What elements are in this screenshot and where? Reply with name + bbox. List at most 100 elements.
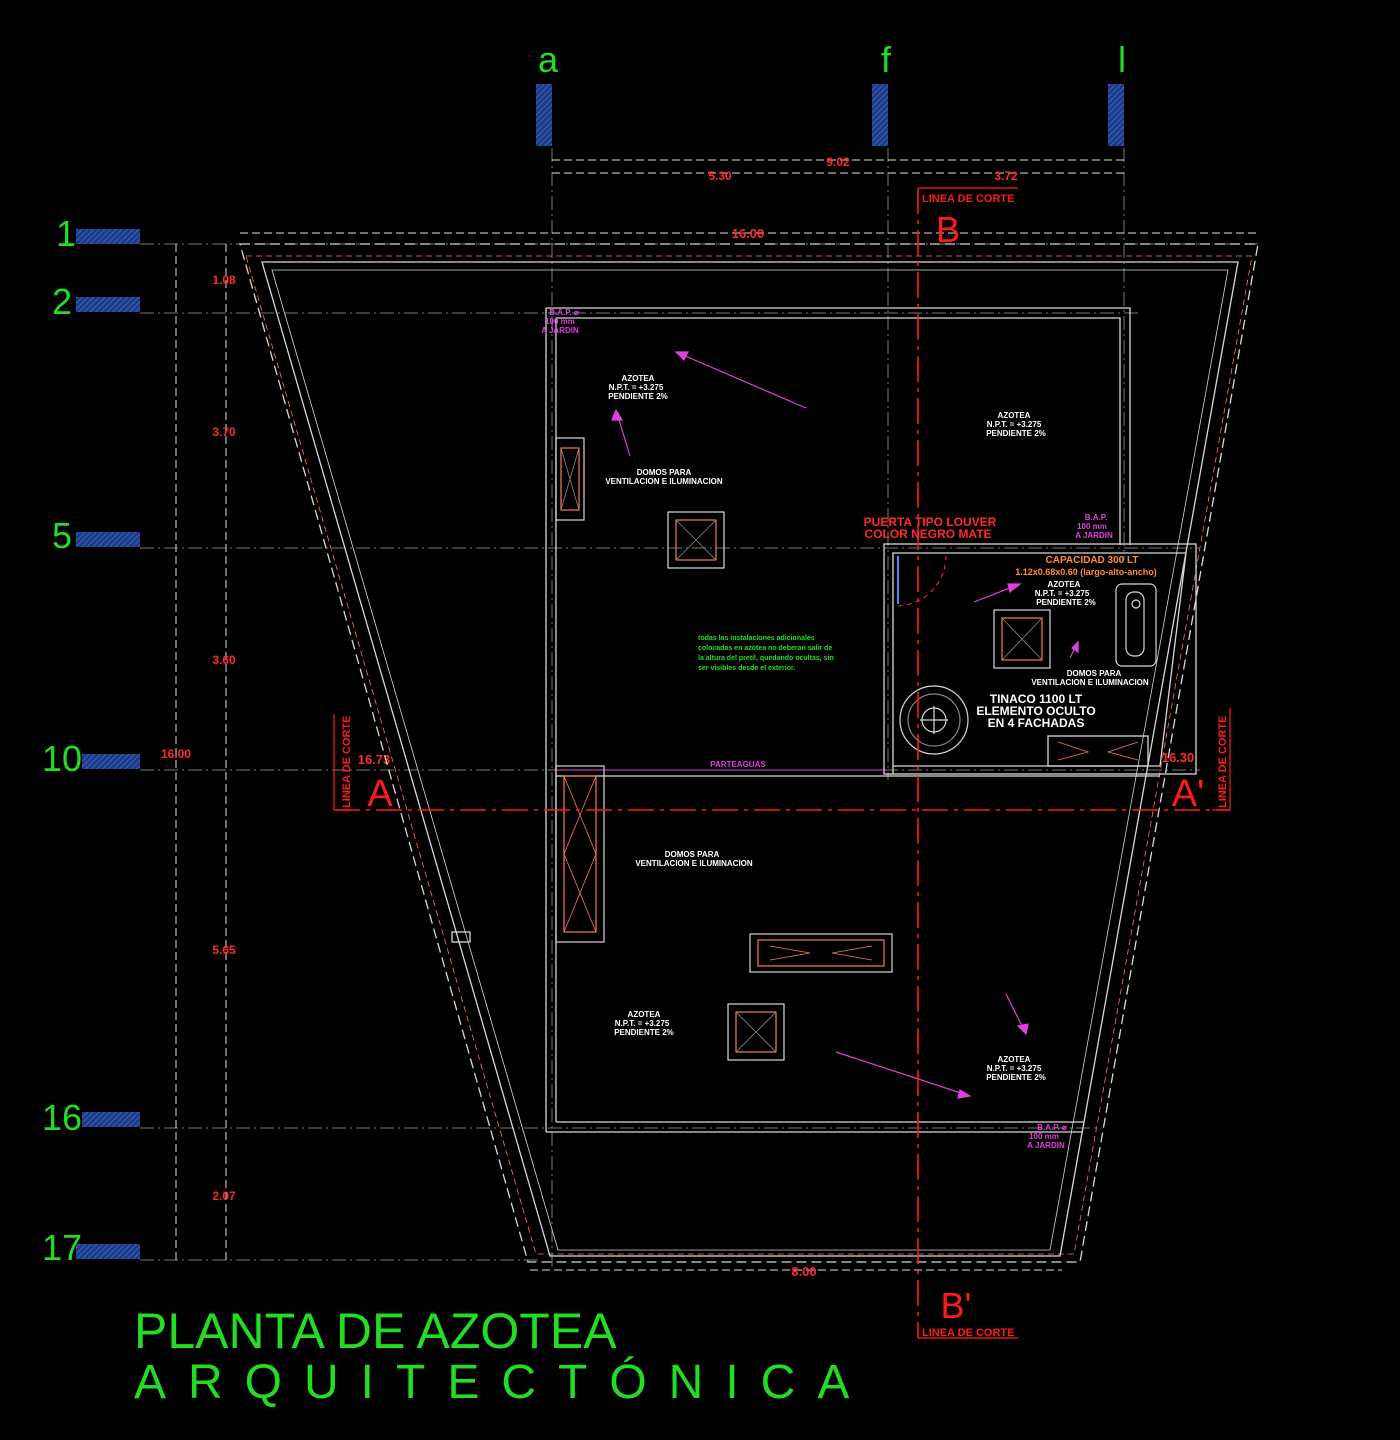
azotea-label: AZOTEA <box>628 1010 661 1019</box>
tank-room <box>883 543 1197 775</box>
azotea-label: AZOTEA <box>1048 580 1081 589</box>
section-line-label: LINEA DE CORTE <box>341 716 353 809</box>
drawing-title: PLANTA DE AZOTEA ARQUITECTÓNICA <box>134 1303 871 1409</box>
section-a-right: A' <box>1172 773 1205 815</box>
dim-left-5: 2.07 <box>212 1189 236 1203</box>
dim-left-3: 3.60 <box>212 653 236 667</box>
skylight-icon <box>749 933 893 973</box>
column-label-a: a <box>538 39 559 80</box>
azotea-label: AZOTEA <box>998 411 1031 420</box>
tinaco-label: EN 4 FACHADAS <box>988 716 1085 730</box>
column-label-f: f <box>881 39 892 80</box>
slope-arrows <box>611 351 1079 1099</box>
azotea-npt: N.P.T. = +3.275 <box>1035 589 1090 598</box>
section-line-label: LINEA DE CORTE <box>1217 716 1229 809</box>
column-label-l: l <box>1118 39 1126 80</box>
bap-label: 100 mm <box>545 317 575 326</box>
section-a-left: A <box>367 773 393 815</box>
dim-bottom-width: 8.00 <box>791 1264 816 1279</box>
door-label: COLOR NEGRO MATE <box>864 527 991 541</box>
bap-label: A JARDIN <box>1075 531 1113 540</box>
azotea-npt: N.P.T. = +3.275 <box>987 1064 1042 1073</box>
azotea-slope: PENDIENTE 2% <box>986 429 1046 438</box>
door-label: PUERTA TIPO LOUVER <box>864 515 997 529</box>
bap-label: A JARDIN <box>541 326 579 335</box>
dim-left-4: 5.65 <box>212 943 236 957</box>
column-marker-f <box>872 84 888 146</box>
skylight-icon <box>727 1003 785 1061</box>
row-marker-10 <box>82 754 140 769</box>
domos-label: DOMOS PARA <box>665 850 720 859</box>
skylight-icon <box>555 437 585 521</box>
note-text: todas las instalaciones adicionales <box>698 635 815 642</box>
row-marker-5 <box>76 532 140 547</box>
note-text: la altura del pretil, quedando ocultas, … <box>698 655 834 662</box>
skylight-icon <box>993 609 1051 669</box>
tinaco-label: TINACO 1100 LT <box>990 692 1083 706</box>
annotations: AZOTEA N.P.T. = +3.275 PENDIENTE 2% AZOT… <box>541 308 1157 1150</box>
section-b-top: B <box>936 209 960 250</box>
dim-left-total: 16.00 <box>161 747 191 761</box>
dim-left-2: 3.70 <box>212 425 236 439</box>
row-label-2: 2 <box>52 281 72 322</box>
row-marker-17 <box>76 1244 140 1259</box>
dim-side-left: 16.73 <box>358 752 391 767</box>
row-label-16: 16 <box>42 1097 82 1138</box>
row-marker-2 <box>76 297 140 312</box>
section-line-label: LINEA DE CORTE <box>922 1327 1015 1339</box>
azotea-slope: PENDIENTE 2% <box>608 392 668 401</box>
bap-label: B.A.P. ⌀ <box>549 308 579 317</box>
capacity-dims: 1.12x0.68x0.60 (largo-alto-ancho) <box>1015 567 1157 577</box>
column-marker-a <box>536 84 552 146</box>
bap-label: 100 mm <box>1029 1132 1059 1141</box>
section-line-a: A A' LINEA DE CORTE LINEA DE CORTE <box>333 708 1231 815</box>
bap-label: B.A.P. <box>1085 513 1108 522</box>
title-line-2: ARQUITECTÓNICA <box>134 1355 871 1409</box>
dim-top-total: 9.02 <box>826 155 850 169</box>
row-marker-1 <box>76 229 140 244</box>
tinaco-label: ELEMENTO OCULTO <box>976 704 1095 718</box>
water-tank-icon <box>1115 583 1157 667</box>
inner-walls <box>545 307 1160 1133</box>
capacity-label: CAPACIDAD 300 LT <box>1046 555 1139 566</box>
skylight-icon <box>667 511 725 569</box>
row-axes: 1 2 5 10 16 17 <box>42 213 1260 1268</box>
domos-label: DOMOS PARA <box>637 468 692 477</box>
domos-label: VENTILACION E ILUMINACION <box>635 859 753 868</box>
azotea-label: AZOTEA <box>622 374 655 383</box>
azotea-npt: N.P.T. = +3.275 <box>609 383 664 392</box>
tinaco-icon <box>899 685 969 755</box>
column-axes: a f l <box>536 39 1126 1268</box>
dim-top-left: 5.30 <box>708 169 732 183</box>
note-text: ser visibles desde el exterior. <box>698 665 795 672</box>
skylights <box>555 437 1051 1061</box>
bap-label: B.A.P. ⌀ <box>1037 1123 1067 1132</box>
skylight-icon <box>555 765 605 943</box>
section-b-bottom: B' <box>941 1285 972 1326</box>
section-line-label: LINEA DE CORTE <box>922 193 1015 205</box>
parteaguas-label: PARTEAGUAS <box>710 760 766 769</box>
bap-label: A JARDIN <box>1027 1141 1065 1150</box>
azotea-slope: PENDIENTE 2% <box>614 1028 674 1037</box>
dim-left-1: 1.08 <box>212 273 236 287</box>
bap-label: 100 mm <box>1077 522 1107 531</box>
azotea-npt: N.P.T. = +3.275 <box>615 1019 670 1028</box>
row-label-5: 5 <box>52 515 72 556</box>
domos-label: VENTILACION E ILUMINACION <box>605 477 723 486</box>
title-line-1: PLANTA DE AZOTEA <box>134 1303 617 1359</box>
note-text: colocadas en azotea no deberan salir de <box>698 645 832 652</box>
azotea-npt: N.P.T. = +3.275 <box>987 420 1042 429</box>
azotea-label: AZOTEA <box>998 1055 1031 1064</box>
dimension-lines <box>175 159 1258 1271</box>
domos-label: DOMOS PARA <box>1067 669 1122 678</box>
dim-top-width: 16.00 <box>732 226 765 241</box>
column-marker-l <box>1108 84 1124 146</box>
dimension-texts: 9.02 5.30 3.72 16.00 8.00 1.08 3.70 3.60… <box>161 155 1194 1279</box>
azotea-slope: PENDIENTE 2% <box>986 1073 1046 1082</box>
section-line-b: LINEA DE CORTE B B' LINEA DE CORTE <box>917 187 1018 1339</box>
dim-side-right: 16.30 <box>1162 750 1195 765</box>
row-label-17: 17 <box>42 1227 82 1268</box>
row-label-1: 1 <box>56 213 76 254</box>
row-label-10: 10 <box>42 738 82 779</box>
